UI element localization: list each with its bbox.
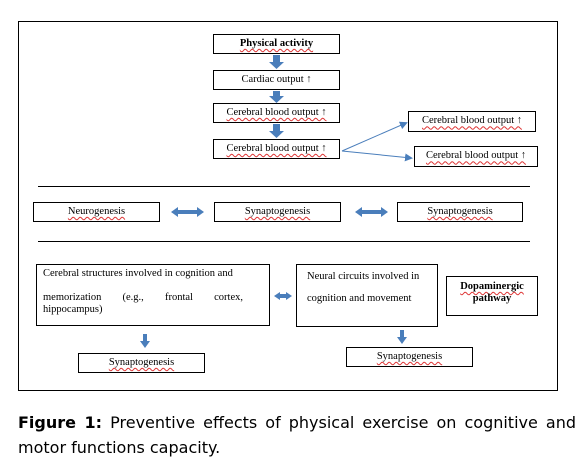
synaptogenesis-bottom-right-label: Synaptogenesis (376, 350, 443, 362)
dopaminergic-box: Dopaminergic pathway (446, 276, 538, 316)
cerebral-blood-output-branch-upper: Cerebral blood output ↑ (408, 111, 536, 132)
neural-circuits-box: Neural circuits involved in cognition an… (296, 264, 438, 327)
cerebral-structures-line1: Cerebral structures involved in cognitio… (43, 268, 233, 279)
double-arrow-right (355, 207, 388, 217)
neural-circuits-line1: Neural circuits involved in (307, 271, 420, 282)
cerebral-blood-output-box-1: Cerebral blood output ↑ (213, 103, 340, 123)
synaptogenesis-center-box: Synaptogenesis (214, 202, 341, 222)
divider-bottom (38, 241, 530, 242)
synaptogenesis-right-box: Synaptogenesis (397, 202, 523, 222)
dopaminergic-line2: pathway (472, 293, 512, 305)
neurogenesis-box: Neurogenesis (33, 202, 160, 222)
caption-label: Figure 1: (18, 413, 103, 432)
cerebral-structures-box: Cerebral structures involved in cognitio… (36, 264, 270, 326)
divider-top (38, 186, 530, 187)
cardiac-output-label: Cardiac output ↑ (241, 73, 312, 85)
branch-arrow-lower (341, 150, 413, 162)
cardiac-output-box: Cardiac output ↑ (213, 70, 340, 90)
caption-text: Preventive effects of physical exercise … (18, 413, 576, 457)
cerebral-blood-output-branch-lower: Cerebral blood output ↑ (414, 146, 538, 167)
cerebral-blood-output-box-2: Cerebral blood output ↑ (213, 139, 340, 159)
branch-upper-label: Cerebral blood output ↑ (421, 115, 523, 127)
branch-lower-label: Cerebral blood output ↑ (425, 150, 527, 162)
cerebral-blood-output-label-1: Cerebral blood output ↑ (226, 106, 327, 118)
neurogenesis-label: Neurogenesis (67, 205, 126, 217)
physical-activity-box: Physical activity (213, 34, 340, 54)
neural-circuits-line2: cognition and movement (307, 293, 412, 305)
synaptogenesis-right-label: Synaptogenesis (427, 205, 493, 217)
figure-frame (18, 21, 558, 391)
synaptogenesis-bottom-right-box: Synaptogenesis (346, 347, 473, 367)
cerebral-structures-line2: memorization (e.g., frontal cortex, hipp… (43, 292, 243, 316)
double-arrow-bottom (274, 292, 292, 300)
down-arrow-3 (269, 124, 284, 138)
down-arrow-bottom-right (397, 330, 407, 344)
synaptogenesis-bottom-left-box: Synaptogenesis (78, 353, 205, 373)
figure-caption: Figure 1: Preventive effects of physical… (18, 410, 576, 460)
synaptogenesis-bottom-left-label: Synaptogenesis (108, 356, 175, 368)
down-arrow-bottom-left (140, 334, 150, 348)
double-arrow-left (171, 207, 204, 217)
physical-activity-label: Physical activity (239, 37, 314, 49)
down-arrow-2 (269, 91, 284, 103)
cerebral-blood-output-label-2: Cerebral blood output ↑ (226, 142, 327, 154)
down-arrow-1 (269, 55, 284, 69)
dopaminergic-line1: Dopaminergic (460, 281, 524, 292)
synaptogenesis-center-label: Synaptogenesis (244, 205, 311, 217)
branch-arrow-upper (341, 121, 408, 152)
